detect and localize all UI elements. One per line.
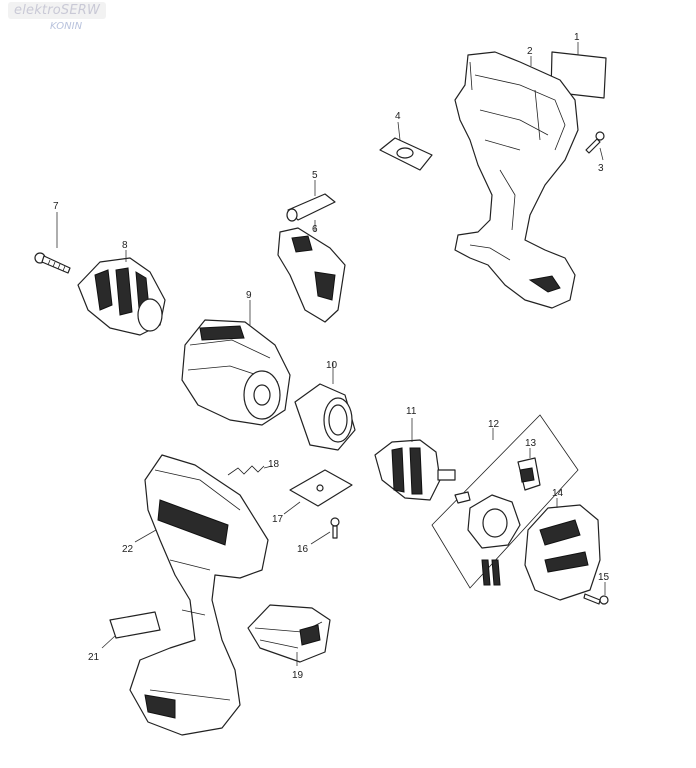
callout-3: 3 [598,163,604,174]
part-4-switch-lever [379,121,433,171]
callout-19: 19 [292,670,304,681]
watermark-city: KONIN [50,21,83,32]
callout-11: 11 [406,406,417,417]
part-7-bolt [34,212,71,274]
callout-8: 8 [122,240,128,251]
callout-12: 12 [488,419,500,430]
part-5-lamp [286,180,336,222]
watermark-brand: elektroSERW [8,2,107,19]
callout-7: 7 [53,201,59,212]
callout-17: 17 [272,514,284,525]
part-10-yoke [294,362,356,451]
callout-1: 1 [574,32,580,43]
callout-9: 9 [246,290,252,301]
part-19-controller [247,604,331,666]
part-17-plate [283,469,353,515]
part-16-screw [310,517,340,545]
part-14-rear-cover [524,498,601,601]
part-9-gear-housing [181,300,291,426]
part-8-chuck [77,250,166,336]
part-6-switch [277,220,346,323]
part-15-screw [583,582,609,605]
callout-14: 14 [552,488,564,499]
part-11-armature [374,418,456,501]
callout-5: 5 [312,170,318,181]
part-22-housing-left [129,454,269,736]
callout-10: 10 [326,360,338,371]
callout-21: 21 [88,652,100,663]
watermark-logo: elektroSERW KONIN [0,0,142,36]
callout-2: 2 [527,46,533,57]
callout-4: 4 [395,111,401,122]
part-18-spring [227,465,273,476]
part-12-brush-holder-assembly [431,414,579,589]
part-3-screw [585,131,605,161]
callout-6: 6 [312,224,318,235]
callout-13: 13 [525,438,537,449]
part-2-housing-right [454,51,579,309]
callout-15: 15 [598,572,610,583]
part-13-carbon-brush [517,448,541,491]
callout-16: 16 [297,544,309,555]
callout-22: 22 [122,544,134,555]
callout-18: 18 [268,459,280,470]
part-21-label [101,611,161,649]
